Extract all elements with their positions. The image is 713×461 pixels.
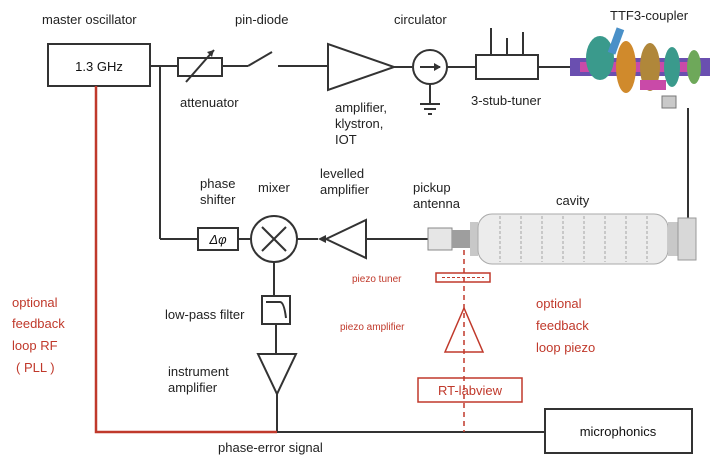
piezo-feedback-label-3: loop piezo [536,340,595,355]
power-amplifier [327,42,398,92]
pickup-antenna [427,227,453,251]
amplifier-label-1: amplifier, [335,100,387,115]
cavity-image [452,213,697,265]
phase-symbol: Δφ [208,232,227,247]
coupler-label: TTF3-coupler [610,8,689,23]
instrument-amplifier [256,353,298,397]
ttf3-coupler-image [570,27,710,109]
pin-diode-label: pin-diode [235,12,289,27]
mixer-label: mixer [258,180,290,195]
phase-shifter-label-1: phase [200,176,235,191]
cavity-label: cavity [556,193,590,208]
rt-labview-box [417,377,523,403]
attenuator-label: attenuator [180,95,239,110]
piezo-tuner-label: piezo tuner [352,274,402,285]
stub-tuner-box [475,54,539,80]
instrument-amplifier-label-2: amplifier [168,380,218,395]
microphonics-box [544,408,693,454]
rf-feedback-loop-line [94,86,277,434]
low-pass-filter-curve [266,301,287,319]
pickup-label-2: antenna [413,196,461,211]
master-oscillator-box [47,43,151,87]
levelled-amplifier [323,218,367,260]
levelled-amplifier-label-2: amplifier [320,182,370,197]
amplifier-label-2: klystron, [335,116,383,131]
oscillator-frequency: 1.3 GHz [75,59,123,74]
phase-shifter-label-2: shifter [200,192,236,207]
piezo-amplifier [443,306,485,353]
low-pass-filter-box [261,295,291,325]
pin-diode-switch [247,51,273,67]
attenuator-arrow [185,49,215,83]
circulator-arrowhead [434,63,441,71]
master-oscillator-label: master oscillator [42,12,137,27]
rf-feedback-label-2: feedback [12,316,65,331]
microphonics-text: microphonics [580,424,657,439]
instrument-amplifier-label-1: instrument [168,364,229,379]
rf-feedback-label-1: optional [12,295,58,310]
piezo-feedback-label-1: optional [536,296,582,311]
low-pass-filter-label: low-pass filter [165,307,245,322]
levelled-amplifier-label-1: levelled [320,166,364,181]
piezo-tuner-box [435,272,491,283]
rf-feedback-label-3: loop RF [12,338,58,353]
piezo-feedback-label-2: feedback [536,318,589,333]
piezo-amplifier-label: piezo amplifier [340,322,405,333]
phase-error-signal-label: phase-error signal [218,440,323,455]
rf-feedback-label-4: ( PLL ) [16,360,55,375]
pickup-label-1: pickup [413,180,451,195]
rt-labview-text: RT-labview [438,383,503,398]
amplifier-label-3: IOT [335,132,357,147]
stub-tuner-label: 3-stub-tuner [471,93,542,108]
mixer-input-arrow [318,235,326,243]
circulator-label: circulator [394,12,447,27]
mixer-cross-2 [261,226,287,252]
attenuator-arrowhead [207,50,214,57]
